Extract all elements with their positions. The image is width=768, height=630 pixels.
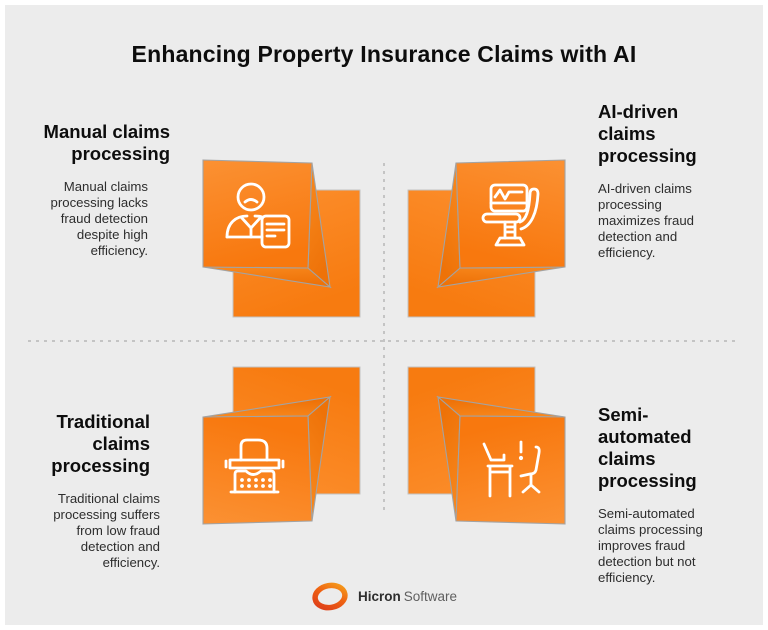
- box-3d-graphic-semi-automated: [407, 366, 566, 525]
- quadrant-semi-automated-text: Semi- automated claims processing Semi-a…: [598, 404, 754, 586]
- quadrant-traditional-heading: Traditional claims processing: [51, 411, 150, 476]
- vertical-dashed-divider: [383, 163, 385, 513]
- quadrant-manual-description: Manual claims processing lacks fraud det…: [50, 179, 148, 258]
- desk-chair-icon: [482, 440, 541, 498]
- typewriter-icon: [224, 438, 285, 494]
- box-3d-graphic-manual: [202, 159, 361, 318]
- quadrant-traditional-description: Traditional claims processing suffers fr…: [53, 491, 160, 570]
- quadrant-semi-automated-description: Semi-automated claims processing improve…: [598, 506, 703, 585]
- monitor-chair-icon: [481, 183, 540, 247]
- quadrant-ai-driven-heading: AI-driven claims processing: [598, 101, 697, 166]
- brand-name-bold: Hicron: [357, 589, 401, 604]
- brand-name-light: Software: [403, 589, 458, 604]
- horizontal-dashed-divider: [28, 340, 740, 342]
- person-document-icon: [225, 182, 291, 249]
- quadrant-semi-automated-heading: Semi- automated claims processing: [598, 404, 697, 491]
- hicron-logo-icon: [312, 582, 348, 611]
- quadrant-manual-heading: Manual claims processing: [43, 121, 170, 164]
- quadrant-traditional-text: Traditional claims processing Traditiona…: [10, 411, 160, 571]
- box-3d-graphic-ai-driven: [407, 159, 566, 318]
- box-3d-graphic-traditional: [202, 366, 361, 525]
- quadrant-ai-driven-text: AI-driven claims processing AI-driven cl…: [598, 101, 748, 261]
- quadrant-ai-driven-description: AI-driven claims processing maximizes fr…: [598, 181, 695, 260]
- quadrant-manual-text: Manual claims processing Manual claims p…: [20, 121, 170, 259]
- page-title: Enhancing Property Insurance Claims with…: [131, 41, 637, 67]
